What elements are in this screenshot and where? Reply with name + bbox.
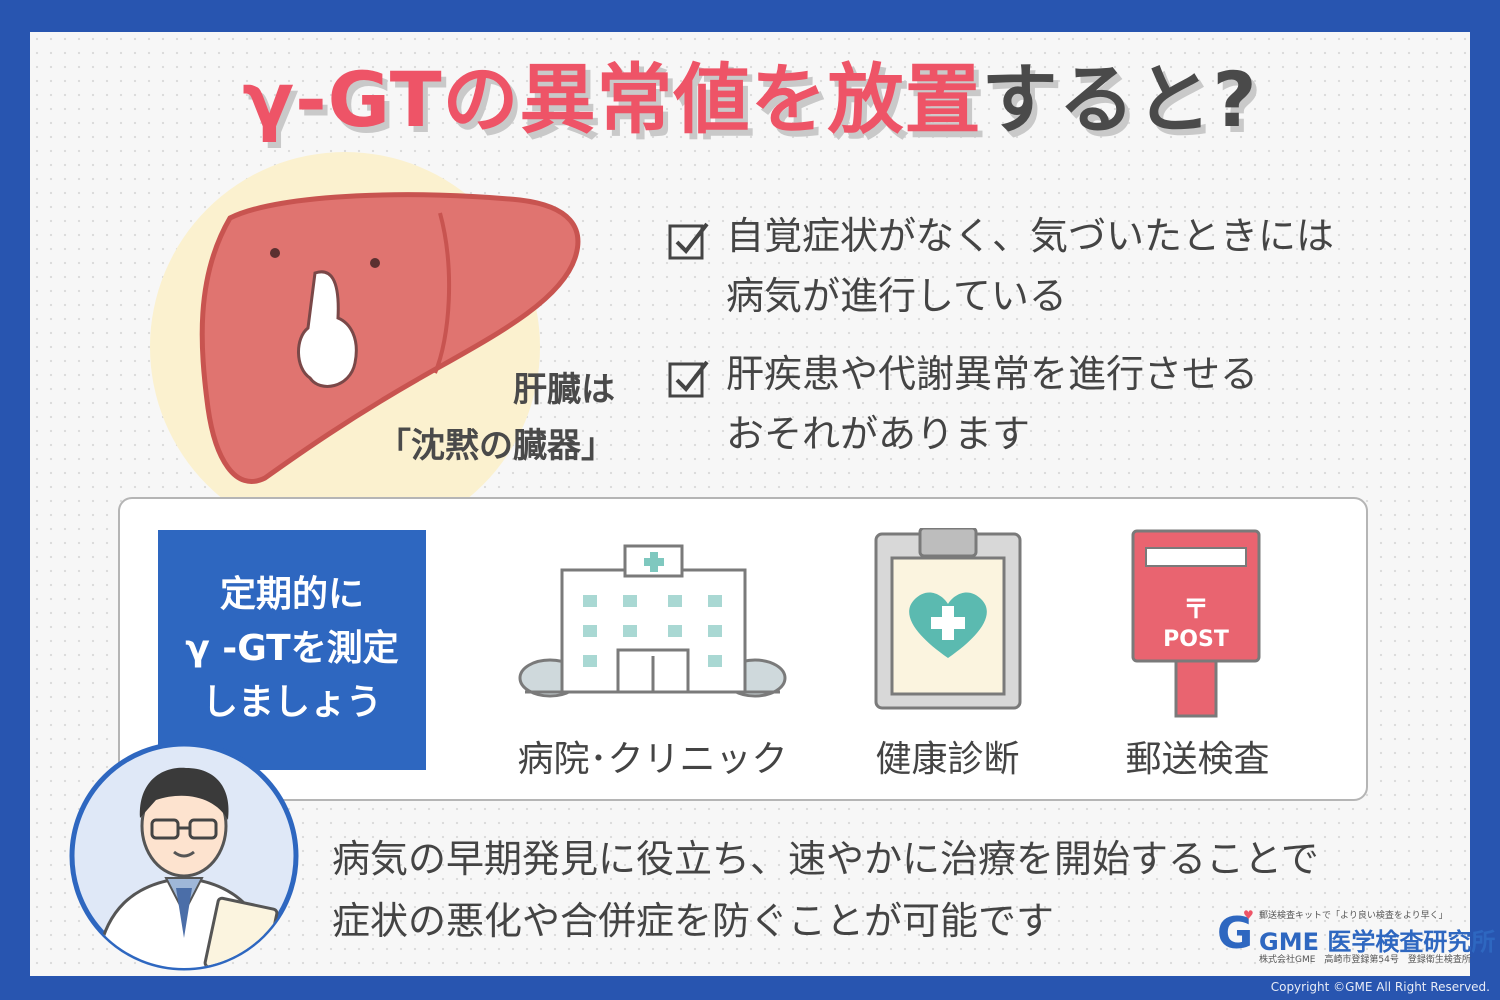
- check-item-line2: 病気が進行している: [726, 274, 1067, 318]
- bottom-line2: 症状の悪化や合併症を防ぐことが可能です: [332, 899, 1055, 943]
- checkbox-icon: [668, 360, 709, 398]
- option-label-checkup: 健康診断: [875, 739, 1020, 780]
- measure-callout: 定期的に γ -GTを測定 しましょう: [158, 530, 426, 770]
- title-rest: すると?: [981, 55, 1258, 144]
- option-label-mail: 郵送検査: [1125, 739, 1270, 780]
- copyright: Copyright ©GME All Right Reserved.: [1270, 980, 1490, 994]
- doctor-avatar-icon: [69, 741, 299, 971]
- liver-caption-line2: 「沈黙の臓器」: [377, 426, 615, 466]
- logo-name: GME 医学検査研究所: [1259, 928, 1496, 956]
- measure-line1: 定期的に: [219, 574, 364, 615]
- option-label-hospital: 病院･クリニック: [517, 739, 788, 780]
- gme-logo: 郵送検査キットで「より良い検査をより早く」 G ♥ GME 医学検査研究所 株式…: [1215, 908, 1495, 968]
- post-box-icon: 〒 POST: [1131, 529, 1261, 718]
- measure-line2: γ -GTを測定: [185, 628, 399, 669]
- logo-tagline: 郵送検査キットで「より良い検査をより早く」: [1259, 911, 1448, 921]
- checkbox-icon: [668, 222, 709, 260]
- post-label: POST: [1163, 627, 1229, 652]
- check-item-line2: おそれがあります: [726, 412, 1031, 456]
- heart-icon: ♥: [1243, 908, 1254, 922]
- check-item-line1: 肝疾患や代謝異常を進行させる: [726, 352, 1259, 396]
- liver-illustration-icon: [199, 192, 581, 484]
- check-item-line1: 自覚症状がなく、気づいたときには: [726, 214, 1335, 258]
- liver-caption: 肝臓は 「沈黙の臓器」: [340, 362, 615, 474]
- hospital-icon: [518, 544, 787, 698]
- page-title: γ-GTの異常値を放置すると?: [0, 62, 1500, 138]
- liver-caption-line1: 肝臓は: [513, 370, 615, 410]
- clipboard-heart-icon: [874, 528, 1022, 710]
- post-mark: 〒: [1183, 595, 1209, 625]
- logo-subtext: 株式会社GME 高崎市登録第54号 登録衛生検査所: [1259, 955, 1471, 965]
- logo-letter: G: [1217, 908, 1254, 959]
- measure-line3: しましょう: [201, 682, 382, 723]
- bottom-line1: 病気の早期発見に役立ち、速やかに治療を開始することで: [332, 837, 1319, 881]
- title-highlight: γ-GTの異常値を放置: [242, 55, 982, 144]
